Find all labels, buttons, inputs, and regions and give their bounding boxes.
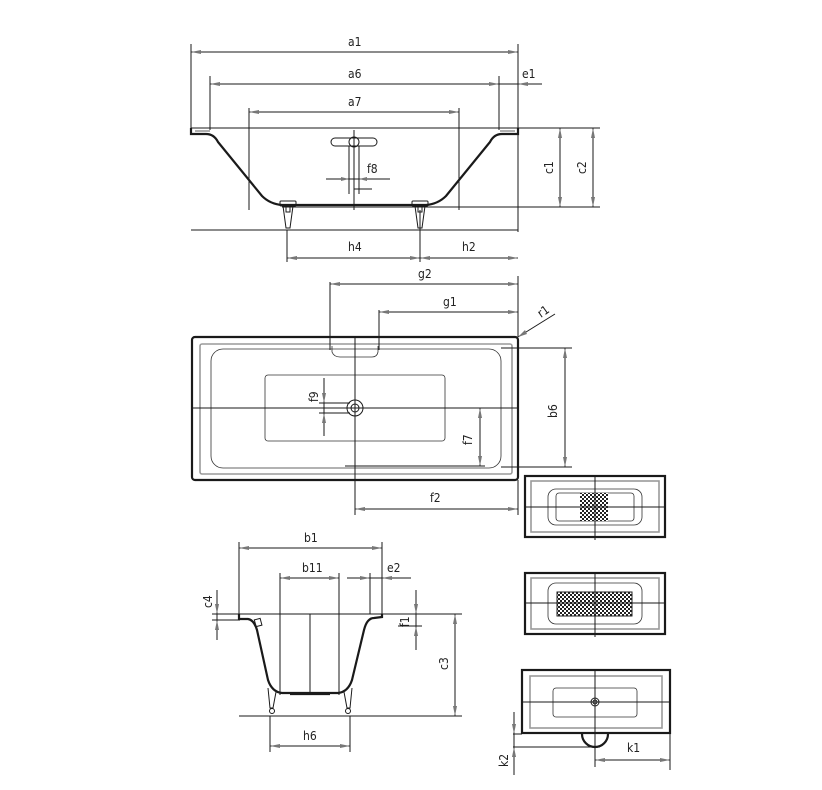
dim-f9: f9 bbox=[307, 391, 321, 402]
side-elevation-view bbox=[189, 44, 600, 262]
end-elevation-view bbox=[212, 542, 462, 752]
thumbnail-plan-2 bbox=[523, 571, 667, 637]
foot-left bbox=[279, 200, 297, 229]
plan-view bbox=[190, 276, 572, 515]
dim-c2: c2 bbox=[575, 161, 589, 174]
dim-c1: c1 bbox=[542, 161, 556, 174]
dim-b6: b6 bbox=[546, 404, 560, 418]
dim-a7: a7 bbox=[348, 95, 361, 109]
dim-h6: h6 bbox=[303, 729, 317, 743]
dim-f8: f8 bbox=[367, 162, 378, 176]
dim-h4: h4 bbox=[348, 240, 362, 254]
dim-b11: b11 bbox=[302, 561, 323, 575]
dim-f7: f7 bbox=[461, 434, 475, 445]
dim-e2: e2 bbox=[387, 561, 401, 575]
thumbnail-plan-1 bbox=[523, 474, 667, 540]
dim-k2: k2 bbox=[497, 754, 511, 767]
dim-f1: f1 bbox=[398, 616, 412, 627]
dim-f2: f2 bbox=[430, 491, 441, 505]
dim-h2: h2 bbox=[462, 240, 476, 254]
thumbnail-plan-3 bbox=[512, 668, 672, 775]
dim-a6: a6 bbox=[348, 67, 362, 81]
dim-c3: c3 bbox=[437, 657, 451, 670]
dim-a1: a1 bbox=[348, 35, 361, 49]
dim-e1: e1 bbox=[522, 67, 536, 81]
dim-g2: g2 bbox=[418, 267, 432, 281]
dim-g1: g1 bbox=[443, 295, 457, 309]
dim-c4: c4 bbox=[201, 595, 215, 608]
dim-k1: k1 bbox=[627, 741, 640, 755]
dim-b1: b1 bbox=[304, 531, 318, 545]
